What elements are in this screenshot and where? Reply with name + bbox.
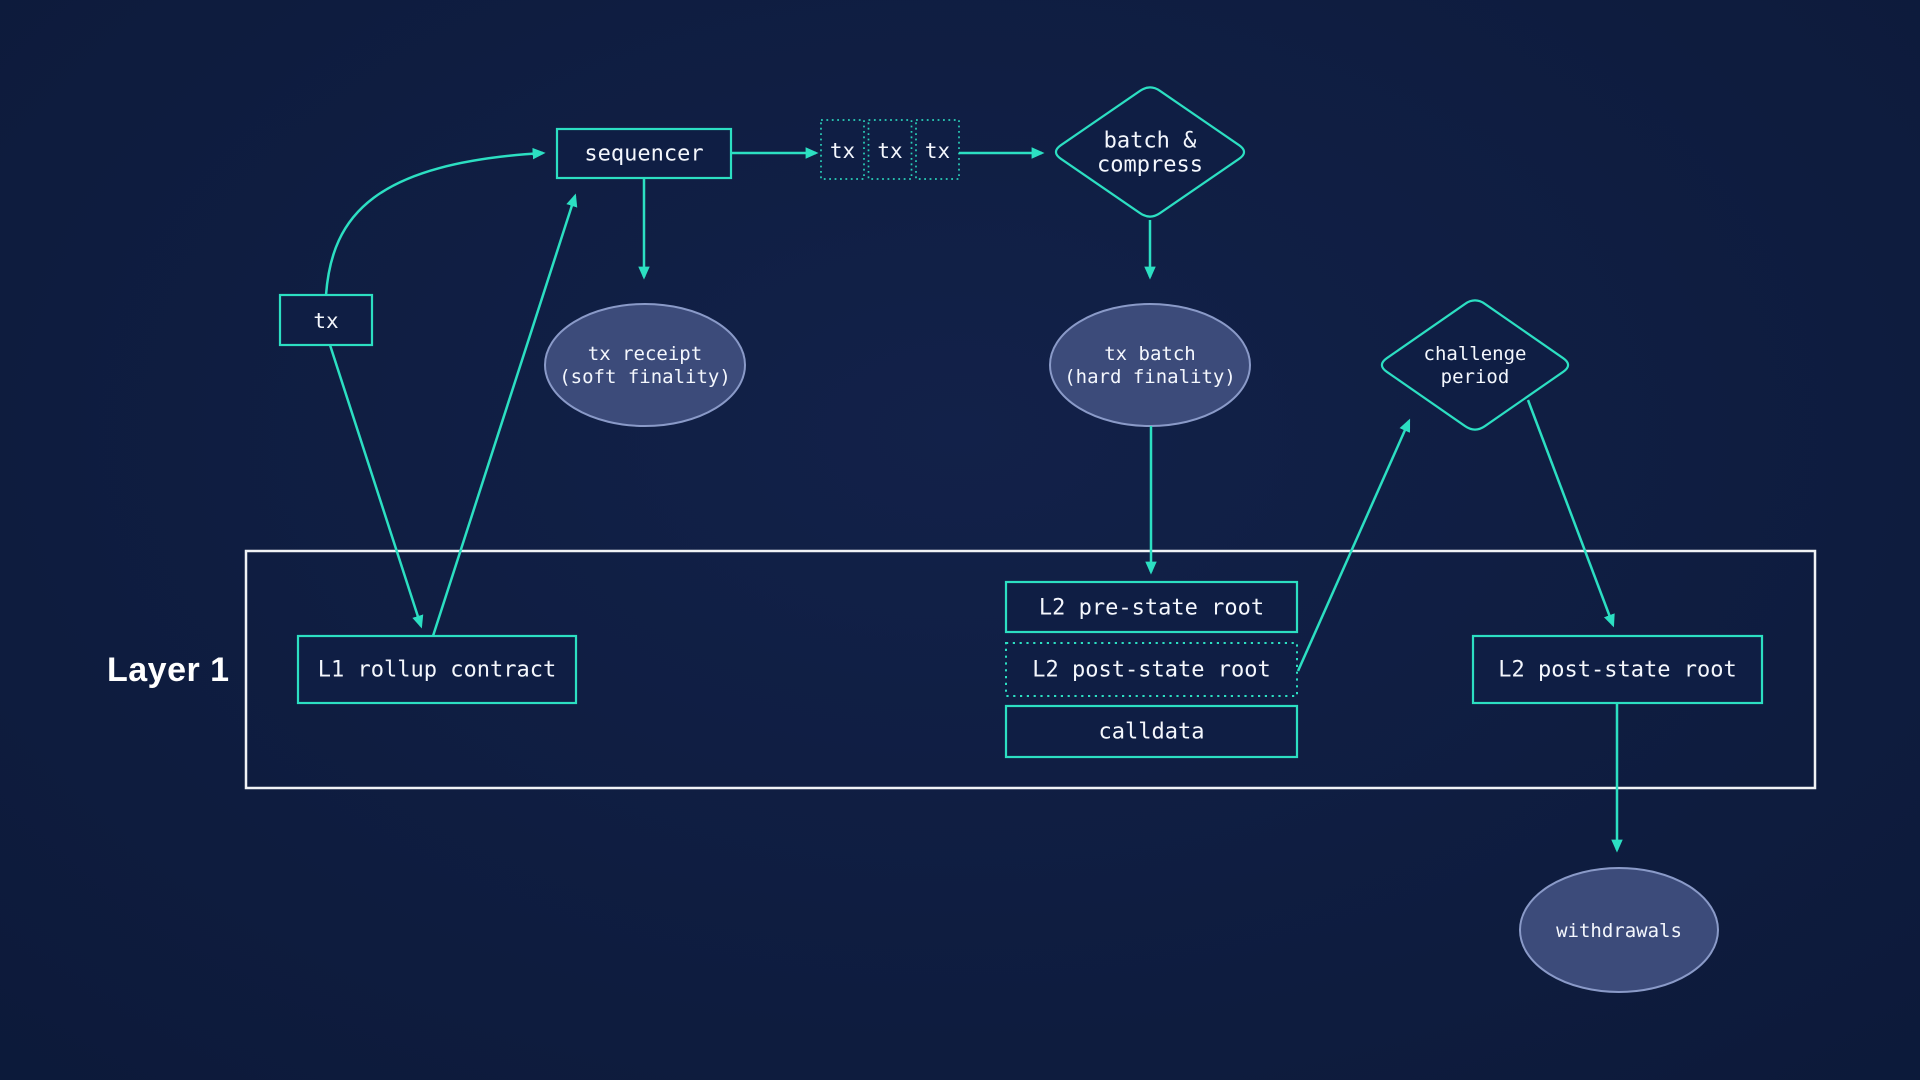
node-sequencer: sequencer — [555, 127, 733, 180]
node-batch-compress: batch & compress — [1054, 86, 1246, 218]
l2-post-state-root-pending-label: L2 post-state root — [1032, 658, 1270, 683]
layer1-label: Layer 1 — [107, 651, 230, 689]
tx-queue-box-1 — [820, 119, 865, 180]
tx-queue-label-1: tx — [830, 139, 855, 163]
edge-l2-post-state-root-to-challenge-period — [1296, 418, 1411, 672]
layer1-container — [244, 549, 1817, 790]
tx-label: tx — [313, 309, 338, 333]
node-tx-batch: tx batch (hard finality) — [1049, 303, 1251, 427]
node-tx: tx — [278, 293, 374, 347]
tx-queue-box-2 — [867, 119, 913, 180]
tx-batch-ellipse — [1049, 303, 1251, 427]
node-calldata: calldata — [1004, 704, 1299, 759]
node-l1-rollup-contract: L1 rollup contract — [296, 634, 578, 705]
l2-post-state-root-final-box — [1471, 634, 1764, 705]
l1-rollup-contract-label: L1 rollup contract — [318, 658, 556, 683]
calldata-box — [1004, 704, 1299, 759]
batch-compress-line2: compress — [1097, 153, 1203, 178]
tx-receipt-ellipse — [544, 303, 746, 427]
node-challenge-period: challenge period — [1380, 299, 1570, 431]
node-l2-post-state-root-pending: L2 post-state root — [1005, 642, 1298, 697]
challenge-period-line1: challenge — [1424, 343, 1527, 365]
batch-compress-diamond — [1054, 86, 1246, 218]
tx-queue-box-3 — [915, 119, 960, 180]
tx-receipt-line2: (soft finality) — [559, 366, 731, 388]
l2-pre-state-root-label: L2 pre-state root — [1039, 596, 1264, 621]
tx-batch-line1: tx batch — [1104, 343, 1196, 365]
node-tx-receipt: tx receipt (soft finality) — [544, 303, 746, 427]
l1-rollup-contract-box — [296, 634, 578, 705]
challenge-period-line2: period — [1441, 366, 1510, 388]
l2-pre-state-root-box — [1004, 580, 1299, 634]
tx-batch-line2: (hard finality) — [1064, 366, 1236, 388]
node-withdrawals: withdrawals — [1519, 867, 1719, 993]
tx-receipt-line1: tx receipt — [588, 343, 702, 365]
edge-tx-to-l1-rollup-contract — [328, 344, 424, 629]
node-tx-queue: tx tx tx — [820, 119, 960, 180]
tx-queue-label-2: tx — [877, 139, 902, 163]
edge-challenge-period-to-l2-post-state-root-final — [1526, 399, 1615, 628]
withdrawals-ellipse — [1519, 867, 1719, 993]
calldata-label: calldata — [1099, 720, 1205, 745]
node-l2-post-state-root-final: L2 post-state root — [1471, 634, 1764, 705]
tx-queue-label-3: tx — [925, 139, 950, 163]
node-l2-pre-state-root: L2 pre-state root — [1004, 580, 1299, 634]
edge-l1-rollup-contract-to-sequencer — [431, 193, 578, 637]
challenge-period-diamond — [1380, 299, 1570, 431]
batch-compress-line1: batch & — [1104, 129, 1197, 154]
edge-tx-to-sequencer — [324, 147, 546, 296]
sequencer-label: sequencer — [584, 142, 703, 167]
withdrawals-label: withdrawals — [1556, 920, 1682, 942]
l2-post-state-root-final-label: L2 post-state root — [1498, 658, 1736, 683]
l2-post-state-root-pending-box — [1005, 642, 1298, 697]
